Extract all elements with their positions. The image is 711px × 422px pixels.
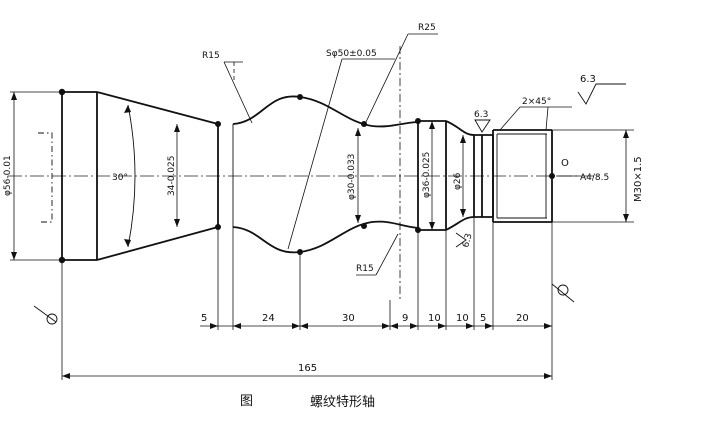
d56-label: φ56-0.01 [3,155,13,196]
dim-24: 24 [262,313,275,324]
dim-5a: 5 [201,313,207,324]
dim-10b: 10 [456,313,469,324]
r15-bottom-label: R15 [356,264,374,274]
chamfer-label: 2×45° [522,97,551,107]
taper-angle-label: 30° [112,173,128,183]
finish-bottom-label: 6.3 [461,232,474,248]
thread-section [492,129,555,223]
sphere-leader: Sφ50±0.05 [287,46,401,300]
r25-leader: R25 [365,23,438,123]
r25-label: R25 [418,23,436,33]
d34-dimension: 34-0.025 [167,124,180,227]
chamfer-leader: 2×45° [499,97,572,131]
finish-symbol-top: 6.3 [474,110,491,133]
figure-label: 图 [240,394,253,409]
segment-dimension-line: 5 24 30 9 10 10 5 20 [200,313,552,329]
d26-dimension: φ26 [453,135,466,217]
d36-label: φ36-0.025 [422,152,432,198]
finish-right-label: 6.3 [580,74,596,85]
d30-dimension: φ30-0.033 [347,128,361,223]
m30-label: M30×1.5 [633,156,644,202]
left-end-section [38,88,98,264]
dim-30: 30 [342,313,355,324]
d26-label: φ26 [453,172,463,190]
d56-dimension: φ56-0.01 [3,91,62,261]
r15-top-leader: R15 [202,51,253,124]
center-hole-label: A4/8.5 [580,173,609,183]
r15-top-label: R15 [202,51,220,61]
origin-label: O [561,158,569,169]
extension-lines [61,217,553,380]
taper-section: 30° [96,91,234,261]
finish-left-label: 6.3 [474,110,488,120]
sphere-label: Sφ50±0.05 [326,49,377,59]
figure-title: 螺纹特形轴 [310,395,375,410]
m30-dimension: M30×1.5 O A4/8.5 [552,129,644,223]
total-length-label: 165 [298,363,317,374]
finish-symbol-bottom: 6.3 [455,232,475,249]
total-length-dimension: 165 [62,363,552,379]
dim-20: 20 [516,313,529,324]
center-support-right [551,283,575,303]
dim-10a: 10 [428,313,441,324]
dim-5b: 5 [480,313,486,324]
center-support-left [33,305,58,325]
r15-bottom-leader: R15 [356,233,399,276]
finish-symbol-chamfer: 6.3 [577,74,626,105]
d30-label: φ30-0.033 [347,154,357,200]
d36-dimension: φ36-0.025 [422,121,435,230]
d34-label: 34-0.025 [167,156,177,196]
dim-9: 9 [402,313,408,324]
